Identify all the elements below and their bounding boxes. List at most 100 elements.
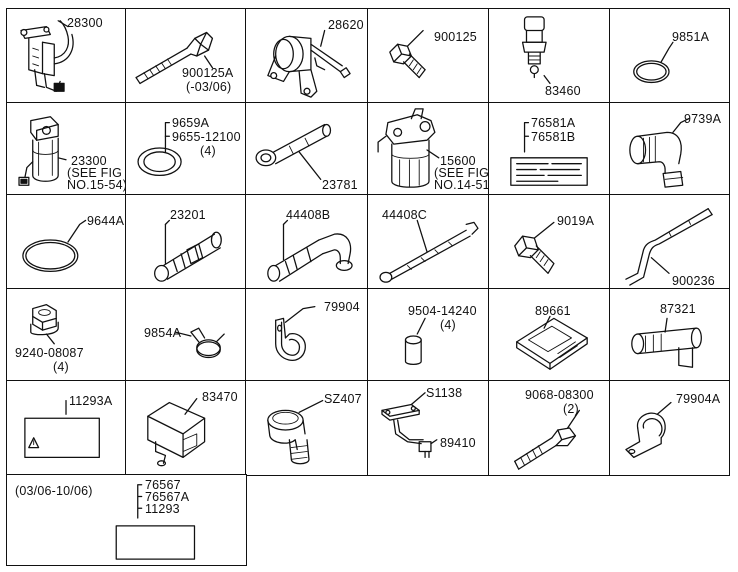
part-number: 23201 — [170, 208, 206, 222]
part-quantity: (4) — [200, 144, 216, 158]
part-number: 76567A — [145, 490, 190, 504]
clamp-bracket-illustration — [625, 401, 672, 459]
part-quantity: (4) — [440, 318, 456, 332]
part-number: 9019A — [557, 214, 595, 228]
part-cell-9504-14240[interactable]: 9504-14240 (4) — [367, 288, 490, 382]
part-number: 76581B — [531, 130, 576, 144]
part-number: 11293 — [145, 502, 180, 516]
part-number: 83470 — [202, 390, 238, 404]
part-number: 44408B — [286, 208, 331, 222]
part-cell-44408C[interactable]: 44408C — [367, 194, 490, 290]
part-number: 9644A — [87, 214, 125, 228]
part-cell-79904[interactable]: 79904 — [245, 288, 369, 382]
part-cell-76581A[interactable]: 76581A 76581B — [488, 102, 611, 196]
part-cell-23300[interactable]: 23300 (SEE FIG NO.15-54) — [6, 102, 127, 196]
part-number: 900125A — [182, 66, 234, 80]
ecu-module-illustration — [516, 315, 588, 370]
part-cell-9240-08087[interactable]: 9240-08087 (4) — [6, 288, 127, 382]
long-bolt-illustration — [135, 31, 214, 85]
part-cell-900125A[interactable]: 900125A (-03/06) — [125, 8, 247, 104]
part-quantity: (2) — [563, 402, 579, 416]
part-number: S1138 — [426, 386, 463, 400]
part-cell-900236[interactable]: 900236 — [609, 194, 730, 290]
part-number: 11293A — [69, 394, 113, 408]
part-cell-9659A[interactable]: 9659A 9655-12100 (4) — [125, 102, 247, 196]
part-number: 9504-14240 — [408, 304, 477, 318]
part-number: 28620 — [328, 18, 364, 32]
part-cell-9854A[interactable]: 9854A — [125, 288, 247, 382]
part-cell-9644A[interactable]: 9644A — [6, 194, 127, 290]
part-number: 83460 — [545, 84, 581, 98]
parts-grid: 28300 900125A (-03/06) — [6, 8, 730, 566]
part-number: 9659A — [172, 116, 210, 130]
part-note: NO.14-51) — [434, 178, 490, 192]
part-cell-89661[interactable]: 89661 — [488, 288, 611, 382]
part-cell-SZ407[interactable]: SZ407 — [245, 380, 369, 476]
part-number: 9240-08087 — [15, 346, 84, 360]
fuel-heater-illustration — [20, 20, 74, 92]
sensor-harness-illustration — [381, 392, 438, 459]
part-note: (-03/06) — [186, 80, 232, 94]
actuator-illustration — [267, 29, 351, 98]
part-number: 23300 — [71, 154, 107, 168]
part-cell-9019A[interactable]: 9019A — [488, 194, 611, 290]
part-note: (SEE FIG — [434, 166, 490, 180]
part-number: 79904 — [324, 300, 360, 314]
part-cell-900125[interactable]: 900125 — [367, 8, 490, 104]
hose-clamp-illustration — [174, 327, 225, 359]
part-cell-9851A[interactable]: 9851A — [609, 8, 730, 104]
part-cell-83460[interactable]: 83460 — [488, 8, 611, 104]
washer-illustration — [137, 121, 182, 177]
part-cell-87321[interactable]: 87321 — [609, 288, 730, 382]
part-cell-S1138[interactable]: S1138 89410 — [367, 380, 490, 476]
part-number: 76567 — [145, 478, 181, 492]
fuel-line-illustration — [379, 219, 479, 283]
part-number: 9655-12100 — [172, 130, 241, 144]
part-cell-44408B[interactable]: 44408B — [245, 194, 369, 290]
part-number: 23781 — [322, 178, 358, 192]
part-number: 28300 — [67, 16, 103, 30]
date-range-note: (03/06-10/06) — [15, 484, 93, 498]
part-number: 79904A — [676, 392, 721, 406]
banjo-fitting-illustration — [255, 123, 332, 180]
relay-box-illustration — [147, 397, 206, 467]
fuel-hose-illustration — [154, 219, 222, 282]
part-number: 89410 — [440, 436, 476, 450]
part-cell-15600[interactable]: 15600 (SEE FIG NO.14-51) — [367, 102, 490, 196]
elbow-fitting-illustration — [629, 118, 690, 188]
part-quantity: (4) — [53, 360, 69, 374]
part-number: 9851A — [672, 30, 710, 44]
fuel-filter-illustration — [18, 116, 67, 186]
collar-sleeve-illustration — [404, 317, 426, 365]
flange-bolt-illustration — [514, 221, 555, 274]
part-number: 15600 — [440, 154, 476, 168]
part-cell-11293A[interactable]: 11293A — [6, 380, 127, 476]
part-number: 9739A — [684, 112, 722, 126]
part-number: 89661 — [535, 304, 571, 318]
sensor-switch-illustration — [521, 16, 551, 85]
part-number: 44408C — [382, 208, 427, 222]
part-number: 900125 — [434, 30, 477, 44]
nut-illustration — [30, 304, 59, 345]
o-ring-illustration — [633, 41, 674, 84]
hex-bolt-illustration — [514, 409, 581, 470]
large-o-ring-illustration — [22, 219, 87, 273]
fuel-filter-assembly-illustration — [377, 108, 440, 188]
label-illustration — [115, 484, 196, 560]
part-cell-23781[interactable]: 23781 — [245, 102, 369, 196]
part-cell-79904A[interactable]: 79904A — [609, 380, 730, 476]
part-cell-28620[interactable]: 28620 — [245, 8, 369, 104]
elbow-fitting-illustration — [267, 399, 324, 465]
part-note: NO.15-54) — [67, 178, 127, 192]
part-cell-83470[interactable]: 83470 — [125, 380, 247, 476]
part-number: SZ407 — [324, 392, 362, 406]
part-cell-28300[interactable]: 28300 — [6, 8, 127, 104]
part-cell-9068-08300[interactable]: 9068-08300 (2) — [488, 380, 611, 476]
part-number: 87321 — [660, 302, 696, 316]
label-plate-illustration — [510, 121, 588, 186]
part-note: (SEE FIG — [67, 166, 123, 180]
part-cell-9739A[interactable]: 9739A — [609, 102, 730, 196]
part-cell-76567[interactable]: (03/06-10/06) 76567 76567A 11293 — [6, 474, 247, 566]
part-number: 76581A — [531, 116, 576, 130]
part-cell-23201[interactable]: 23201 — [125, 194, 247, 290]
